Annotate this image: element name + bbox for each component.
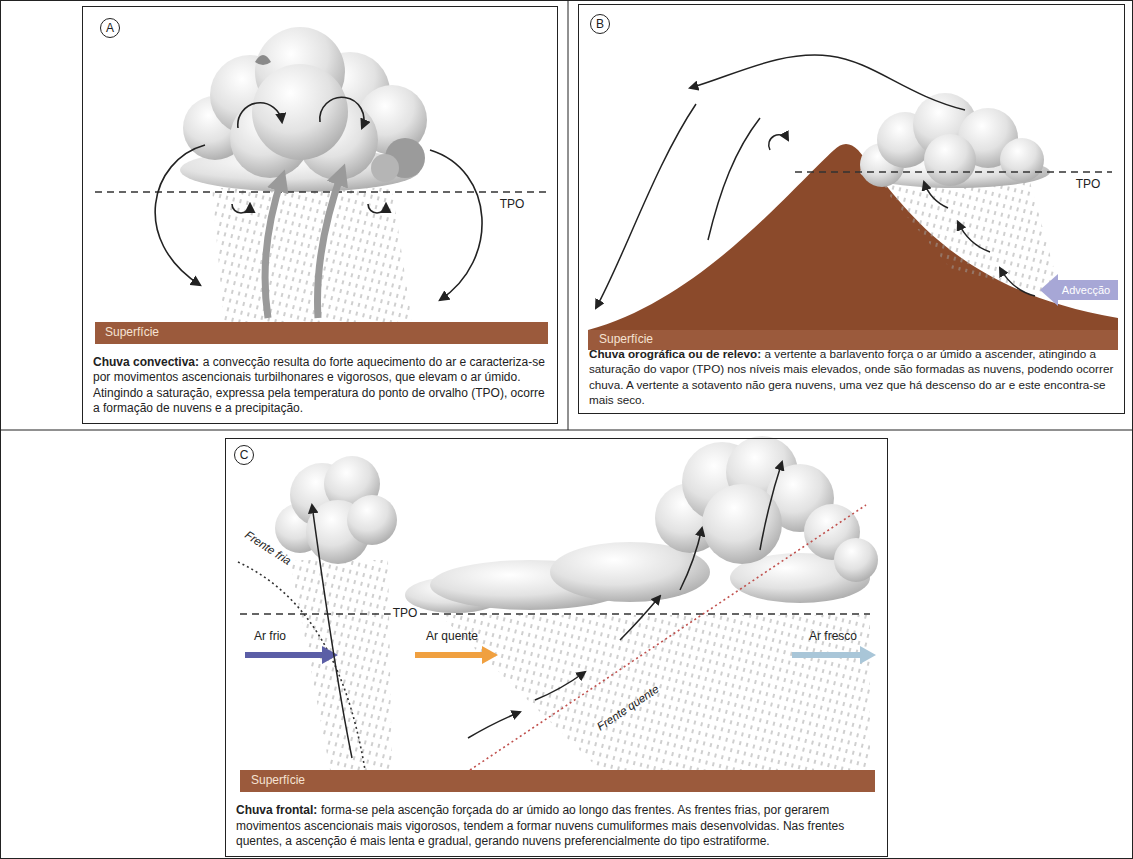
- caption-text: Chuva orográfica ou de relevo:a vertente…: [589, 346, 1114, 407]
- airflow-arrow: [596, 104, 696, 308]
- cloud: [834, 538, 878, 582]
- frontal-rain-figure: [238, 436, 878, 792]
- convective-rain-figure: [95, 322, 548, 344]
- circulation-arrow: [368, 204, 386, 213]
- cloud: [255, 55, 271, 65]
- caption-heading: Chuva convectiva:: [93, 355, 199, 369]
- circulation-arrow: [320, 97, 364, 128]
- warm-air-arrow: [415, 646, 498, 664]
- cloud: [347, 495, 397, 545]
- circulation-arrow: [155, 97, 482, 300]
- caption-heading: Chuva frontal:: [236, 803, 317, 817]
- caption-heading: Chuva orográfica ou de relevo:: [589, 347, 761, 360]
- table-grid: [568, 0, 569, 430]
- fresh-air-arrow: [792, 646, 876, 664]
- convective-rain-figure: [212, 188, 412, 322]
- air-mass-label: Ar quente: [426, 630, 478, 643]
- updraft-arrow: [265, 172, 342, 318]
- panel-box: Chuva convectiva:a convecção resulta do …: [82, 6, 558, 424]
- frontal-rain-figure: [290, 560, 392, 770]
- dew-point-label: TPO: [391, 607, 420, 620]
- airflow-arrow: [690, 55, 965, 110]
- dew-point-label: TPO: [1074, 178, 1103, 191]
- caption-text: Chuva frontal:forma-se pela ascenção for…: [236, 803, 877, 850]
- cold-front-label: Frente fria: [243, 528, 294, 567]
- frontal-rain-figure: [240, 770, 875, 792]
- airflow-arrow: [312, 505, 352, 758]
- airflow-arrow: [535, 672, 585, 700]
- dew-point-label: TPO: [498, 198, 527, 211]
- airflow-arrow: [760, 462, 782, 550]
- surface-label: Superfície: [105, 326, 159, 339]
- warm-front-line: [470, 505, 866, 770]
- circulation-arrow: [238, 103, 282, 128]
- mountain: [588, 144, 1118, 330]
- circulation-arrow: [155, 145, 205, 285]
- panel-box: Chuva orográfica ou de relevo:a vertente…: [578, 4, 1125, 414]
- cloud: [924, 134, 976, 186]
- airflow-arrow: [620, 596, 660, 640]
- air-mass-label: Ar fresco: [809, 630, 857, 643]
- orographic-rain-figure: [588, 330, 1118, 350]
- airflow-arrow: [708, 118, 760, 240]
- cloud: [371, 154, 399, 182]
- air-mass-label: Ar frio: [254, 630, 286, 643]
- airflow-arrow: [468, 712, 520, 738]
- airflow-arrow: [680, 528, 702, 590]
- orographic-rain-figure: [795, 171, 1112, 172]
- orographic-rain-figure: [588, 55, 1118, 350]
- airflow-arrow: [1000, 268, 1035, 296]
- surface-label: Superfície: [251, 774, 305, 787]
- panel-letter: A: [100, 18, 120, 38]
- airflow-arrow: [958, 222, 990, 252]
- cold-air-arrow: [245, 646, 338, 664]
- caption-body: forma-se pela ascenção forçada do ar úmi…: [236, 803, 844, 848]
- cloud: [180, 27, 427, 192]
- convective-rain-figure: [95, 27, 548, 344]
- airflow-arrow: [312, 462, 782, 758]
- cloud: [1000, 138, 1044, 182]
- advection-arrow: [1040, 274, 1118, 306]
- warm-front-label: Frente quente: [595, 683, 661, 734]
- orographic-rain-figure: [878, 182, 1062, 298]
- cloud: [405, 436, 878, 613]
- advection-label: Advecção: [1062, 284, 1110, 296]
- airflow-arrow: [924, 182, 948, 208]
- panel-letter: B: [590, 14, 610, 34]
- caption-text: Chuva convectiva:a convecção resulta do …: [93, 355, 547, 417]
- cold-front-line: [238, 562, 365, 770]
- airflow-arrow: [596, 55, 1035, 308]
- surface-label: Superfície: [599, 333, 653, 346]
- cloud: [252, 64, 348, 160]
- airflow-arrow: [769, 135, 788, 150]
- table-grid: [0, 430, 1133, 431]
- convective-rain-figure: [95, 191, 548, 192]
- circulation-arrow: [232, 204, 250, 213]
- updraft-arrow: [318, 172, 343, 318]
- updraft-arrow: [265, 178, 282, 318]
- panel-box: Chuva frontal:forma-se pela ascenção for…: [225, 438, 888, 857]
- cloud: [702, 484, 782, 564]
- frontal-rain-figure: [240, 613, 870, 614]
- panel-letter: C: [234, 445, 254, 465]
- cloud: [275, 456, 397, 564]
- circulation-arrow: [430, 150, 482, 300]
